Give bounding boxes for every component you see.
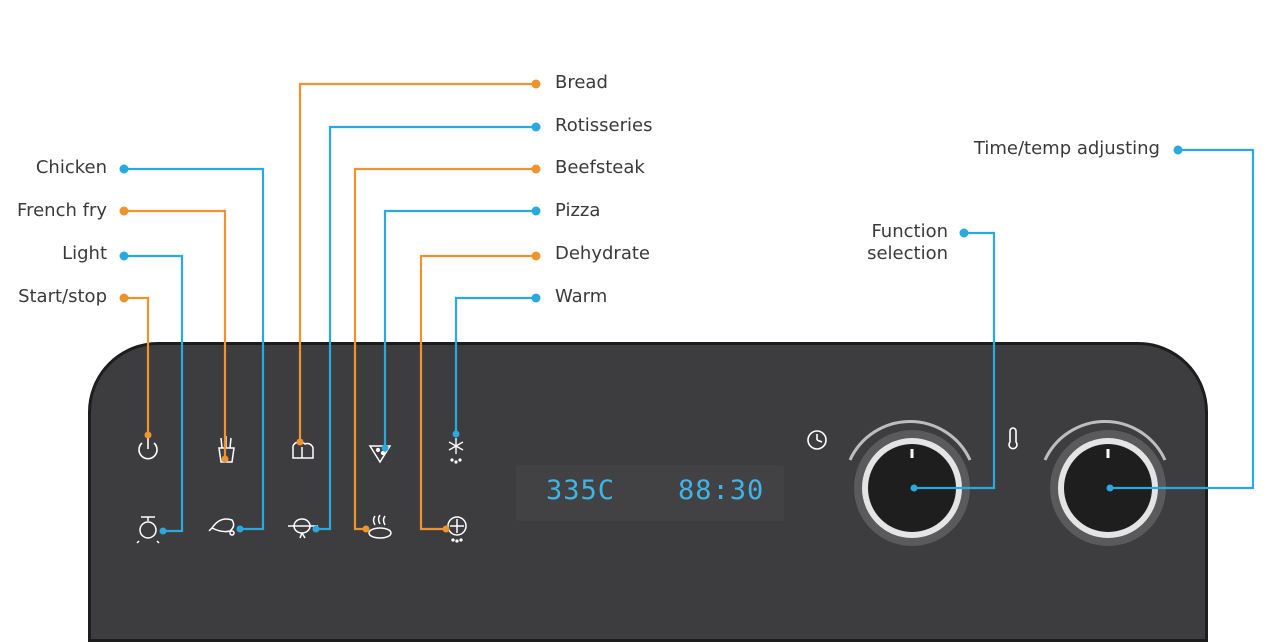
label-time-temp-adjusting: Time/temp adjusting bbox=[973, 138, 1160, 159]
label-warm: Warm bbox=[555, 286, 608, 307]
lcd-display bbox=[516, 465, 784, 521]
label-function-selection-line1: Function bbox=[871, 221, 948, 242]
steak-icon[interactable] bbox=[368, 514, 392, 539]
leader-warm bbox=[452, 293, 541, 438]
label-french-fry: French fry bbox=[17, 200, 107, 221]
label-start-stop: Start/stop bbox=[18, 286, 107, 307]
clock-icon bbox=[807, 430, 827, 450]
leader-pizza bbox=[381, 206, 541, 452]
label-chicken: Chicken bbox=[35, 157, 107, 178]
leader-dehydrate bbox=[419, 251, 541, 533]
leader-light bbox=[119, 251, 184, 535]
leader-function-selection bbox=[910, 228, 996, 492]
rotisserie-icon[interactable] bbox=[288, 518, 318, 539]
chicken-icon[interactable] bbox=[208, 518, 235, 536]
pizza-icon[interactable] bbox=[368, 445, 392, 464]
leader-time-temp bbox=[1106, 145, 1255, 492]
thermometer-icon bbox=[1008, 427, 1018, 450]
label-rotisseries: Rotisseries bbox=[555, 115, 653, 136]
leader-beefsteak bbox=[353, 164, 541, 533]
function-selection-knob[interactable] bbox=[848, 420, 972, 546]
label-light: Light bbox=[62, 243, 107, 264]
time-temp-knob[interactable] bbox=[1043, 420, 1167, 546]
leader-rotisseries bbox=[312, 122, 541, 533]
time-readout: 88:30 bbox=[678, 475, 765, 506]
temperature-readout: 335C bbox=[546, 475, 616, 506]
dehydrate-icon[interactable] bbox=[447, 516, 467, 543]
leader-french-fry bbox=[119, 206, 229, 463]
lamp-icon[interactable] bbox=[136, 516, 160, 544]
leader-start-stop bbox=[119, 293, 152, 439]
leader-chicken bbox=[119, 164, 265, 533]
label-bread: Bread bbox=[555, 72, 608, 93]
leader-bread bbox=[296, 79, 541, 446]
power-icon[interactable] bbox=[138, 437, 158, 460]
label-pizza: Pizza bbox=[555, 200, 601, 221]
label-function-selection-line2: selection bbox=[867, 243, 948, 264]
label-beefsteak: Beefsteak bbox=[555, 157, 645, 178]
bread-icon[interactable] bbox=[292, 441, 314, 459]
label-dehydrate: Dehydrate bbox=[555, 243, 650, 264]
snowflake-icon[interactable] bbox=[448, 438, 464, 464]
